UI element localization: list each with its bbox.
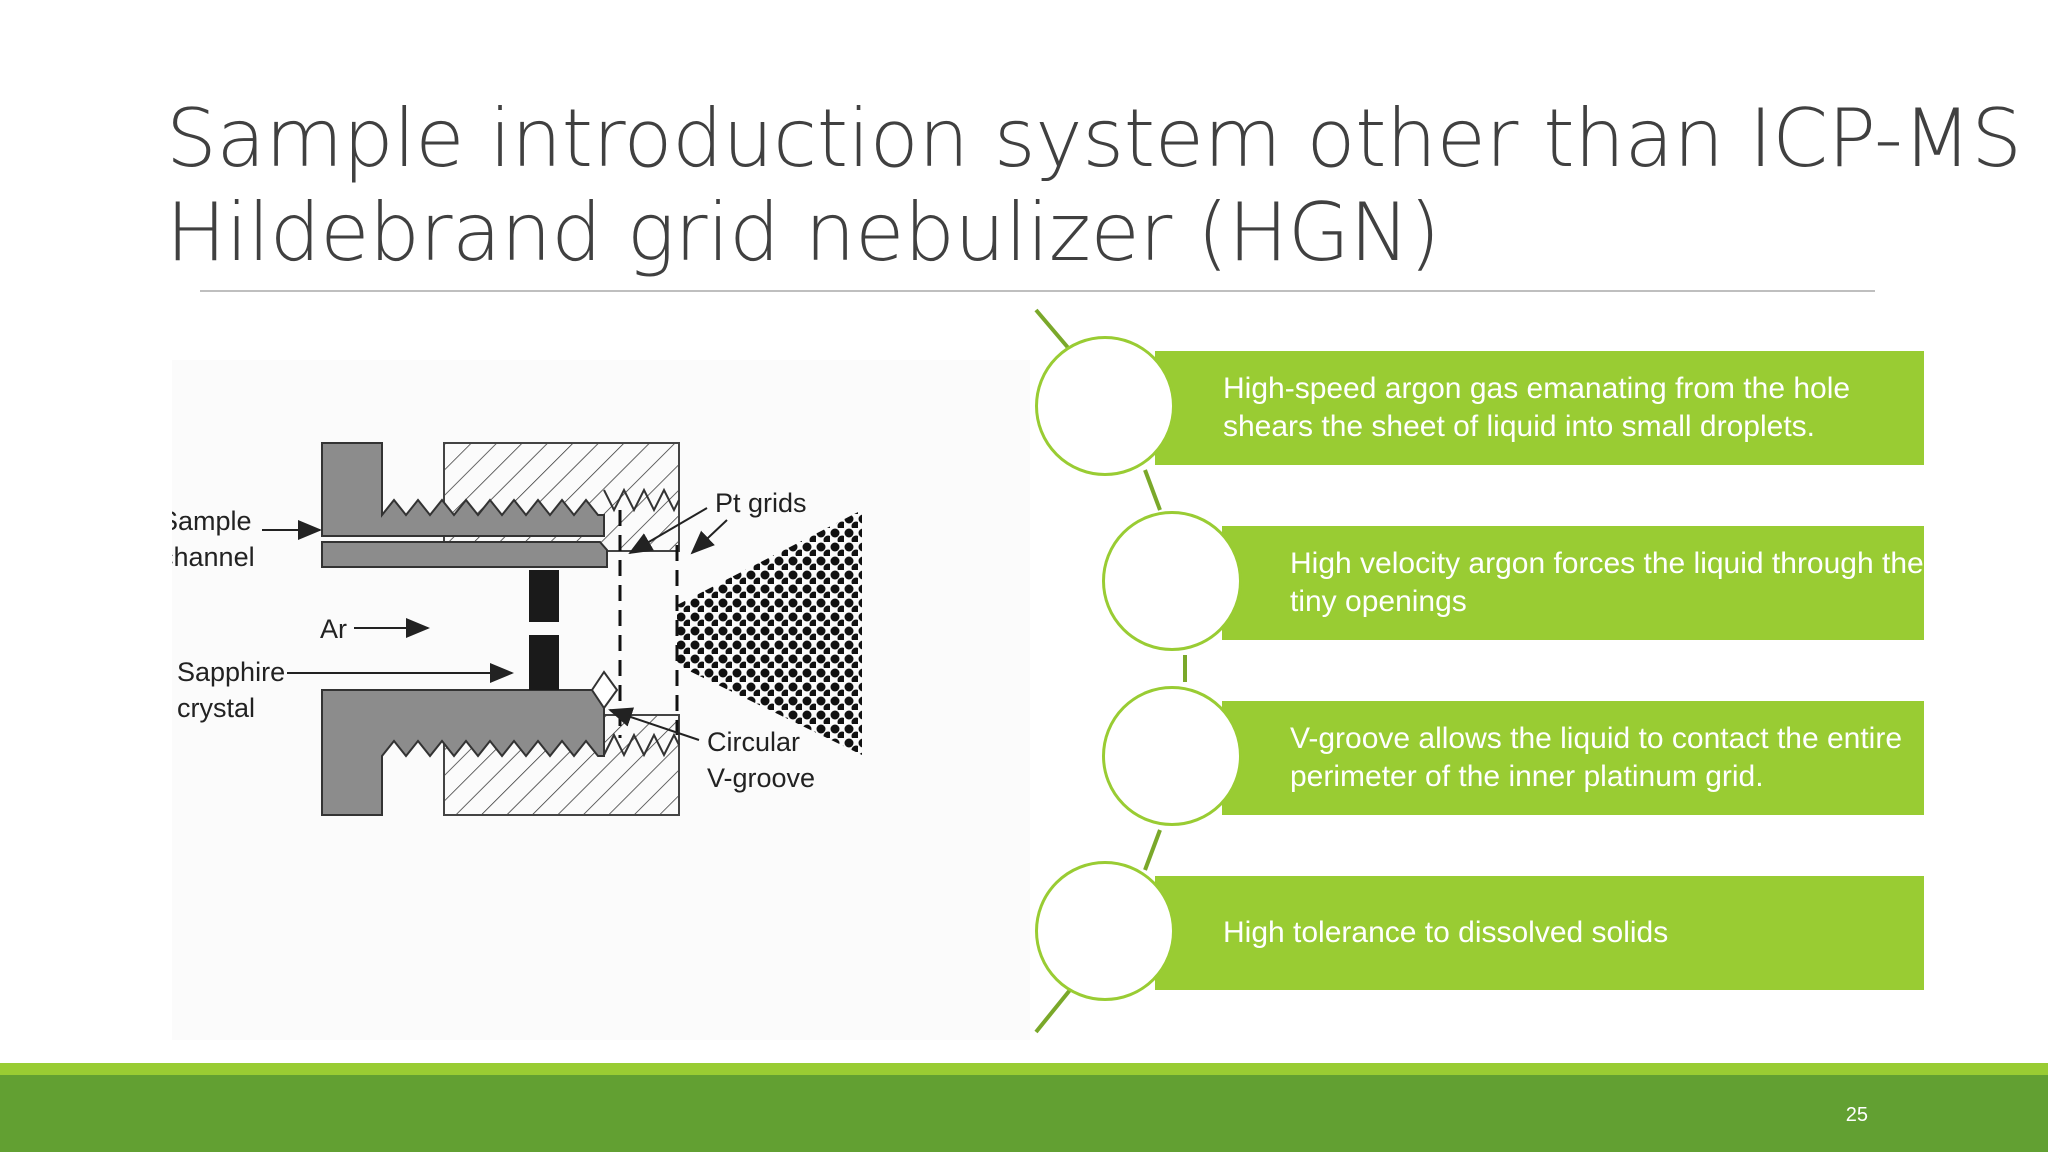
footer-bar — [0, 1075, 2048, 1152]
slide-title: Sample introduction system other than IC… — [166, 92, 2022, 280]
page-number: 25 — [1845, 1104, 1868, 1126]
arrow-pt-grid-2 — [690, 519, 728, 555]
housing-right-edge — [603, 487, 680, 513]
step-3-bar: V-groove allows the liquid to contact th… — [1222, 701, 1924, 815]
upper-gray-body — [321, 442, 605, 537]
label-pt-grids: Pt grids — [715, 488, 807, 518]
step-2-bar: High velocity argon forces the liquid th… — [1222, 526, 1924, 640]
label-v-groove: V-groove — [707, 763, 815, 793]
label-crystal: crystal — [177, 693, 255, 723]
label-circular: Circular — [707, 727, 800, 757]
arrow-pt-grid-1 — [628, 507, 708, 555]
housing-right-edge-lower — [603, 732, 680, 758]
slide-title-line-1: Sample introduction system other than IC… — [166, 92, 2022, 185]
step-4-circle — [1035, 861, 1175, 1001]
process-steps: High-speed argon gas emanating from the … — [1020, 300, 2020, 1060]
footer-accent-strip — [0, 1063, 2048, 1075]
arrow-v-groove — [608, 707, 700, 741]
step-4-text: High tolerance to dissolved solids — [1223, 916, 1669, 949]
step-2-circle — [1102, 511, 1242, 651]
step-2-text: High velocity argon forces the liquid th… — [1290, 547, 1924, 618]
step-3-text: V-groove allows the liquid to contact th… — [1290, 722, 1903, 793]
step-1-text: High-speed argon gas emanating from the … — [1223, 372, 1851, 443]
sapphire-crystal-upper — [529, 570, 559, 622]
label-sapphire: Sapphire — [177, 657, 285, 687]
hgn-diagram: Sample channel Ar Sapphire crystal Pt gr… — [172, 360, 1030, 1040]
sample-channel-plate — [321, 541, 608, 568]
slide-title-line-2: Hildebrand grid nebulizer (HGN) — [166, 186, 1441, 279]
step-3-circle — [1102, 686, 1242, 826]
label-channel: channel — [172, 542, 255, 572]
hgn-diagram-svg: Sample channel Ar Sapphire crystal Pt gr… — [172, 442, 862, 816]
sapphire-crystal-lower — [529, 635, 559, 690]
v-groove-notch — [590, 670, 619, 710]
title-divider — [200, 290, 1875, 292]
step-4-bar: High tolerance to dissolved solids — [1155, 876, 1924, 990]
step-1-circle — [1035, 336, 1175, 476]
label-sample: Sample — [172, 506, 252, 536]
step-1-bar: High-speed argon gas emanating from the … — [1155, 351, 1924, 465]
label-ar: Ar — [320, 614, 347, 644]
steps-connector — [1034, 308, 1187, 1034]
lower-gray-body — [321, 689, 605, 816]
